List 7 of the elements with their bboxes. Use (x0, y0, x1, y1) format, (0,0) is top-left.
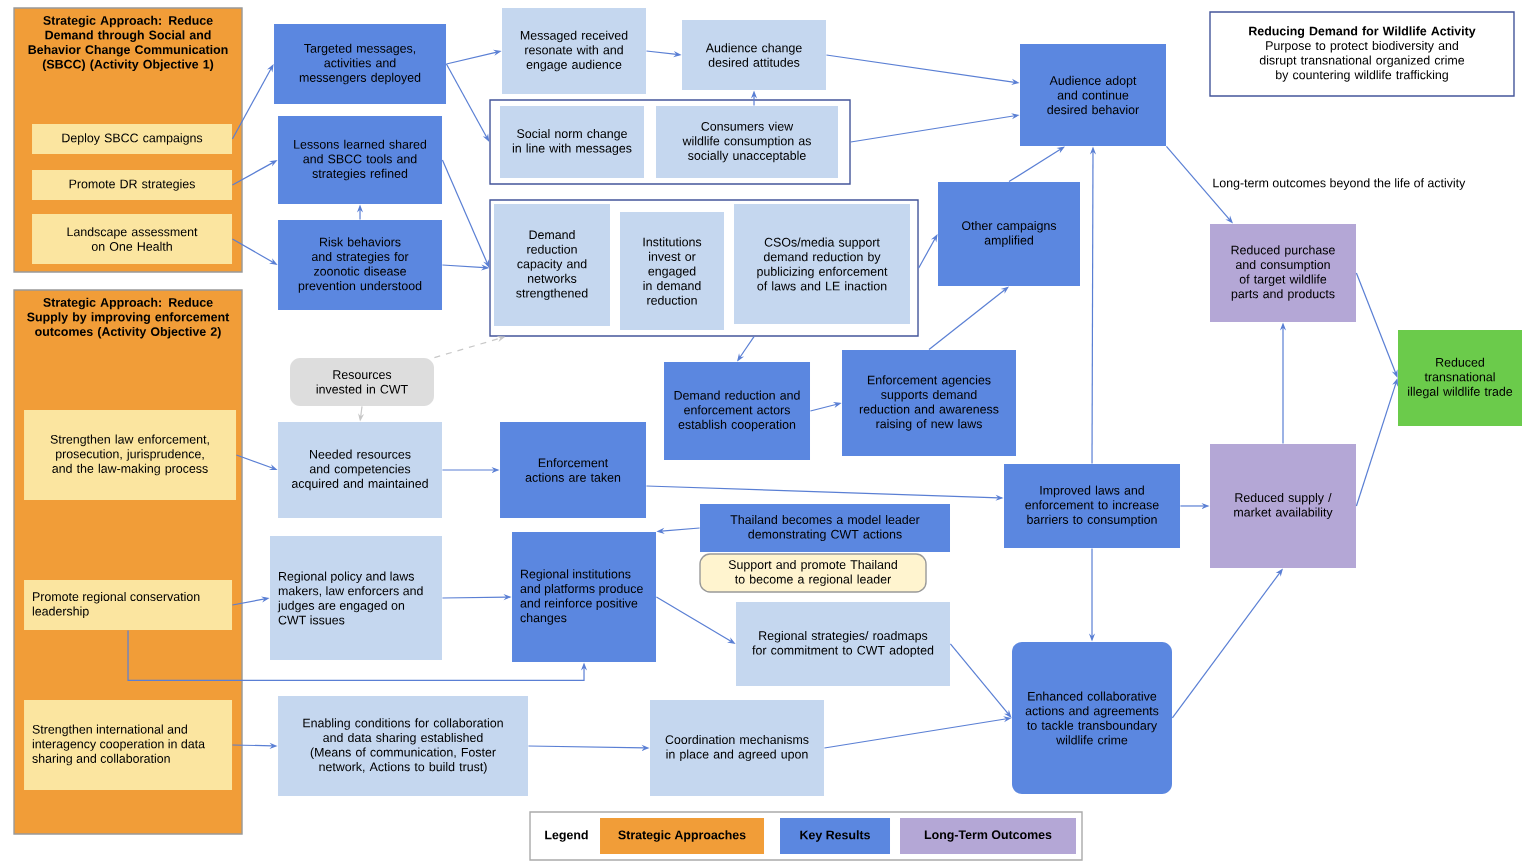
arrow (441, 159, 490, 268)
arrow (1008, 146, 1065, 183)
arrow (918, 234, 938, 269)
arrow (928, 286, 1009, 351)
arrow (231, 64, 274, 140)
arrow (445, 63, 490, 142)
arrow (949, 643, 1012, 718)
